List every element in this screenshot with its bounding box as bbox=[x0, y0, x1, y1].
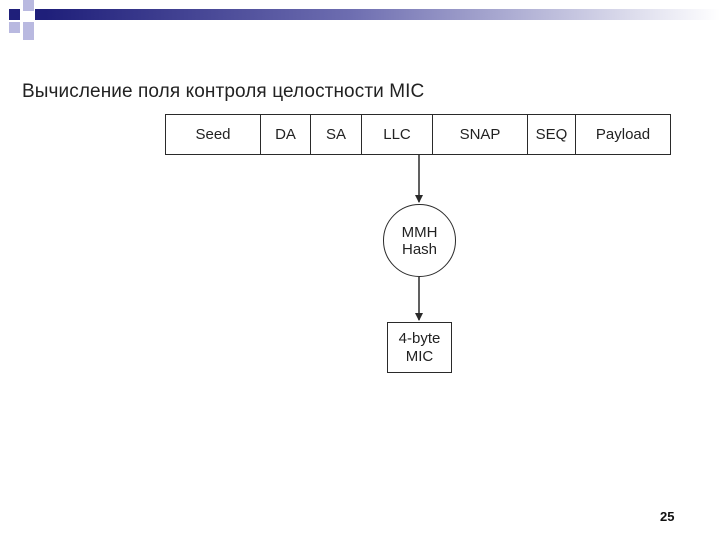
field-da: DA bbox=[261, 115, 311, 154]
mic-output-node: 4-byte MIC bbox=[387, 322, 452, 373]
field-seed: Seed bbox=[166, 115, 261, 154]
frame-fields: Seed DA SA LLC SNAP SEQ Payload bbox=[165, 114, 671, 155]
field-payload: Payload bbox=[595, 126, 651, 143]
output-node-line1: 4-byte bbox=[398, 329, 441, 347]
field-llc: LLC bbox=[362, 115, 433, 154]
deco-square bbox=[9, 22, 20, 33]
mmh-hash-node: MMH Hash bbox=[383, 204, 456, 277]
field-sa: SA bbox=[311, 115, 362, 154]
deco-square bbox=[9, 9, 20, 20]
field-seq: SEQ bbox=[528, 115, 576, 154]
hash-node-line1: MMH bbox=[401, 223, 438, 241]
deco-square bbox=[23, 33, 34, 40]
page-number: 25 bbox=[660, 509, 675, 524]
deco-square bbox=[23, 22, 34, 33]
hash-node-line2: Hash bbox=[401, 240, 438, 258]
slide-header-decoration bbox=[0, 0, 720, 40]
slide-title: Вычисление поля контроля целостности MIC bbox=[22, 81, 425, 102]
deco-square bbox=[35, 9, 46, 20]
output-node-line2: MIC bbox=[405, 347, 434, 365]
field-snap: SNAP bbox=[433, 115, 528, 154]
deco-square bbox=[23, 0, 34, 11]
deco-gradient-bar bbox=[46, 9, 720, 20]
